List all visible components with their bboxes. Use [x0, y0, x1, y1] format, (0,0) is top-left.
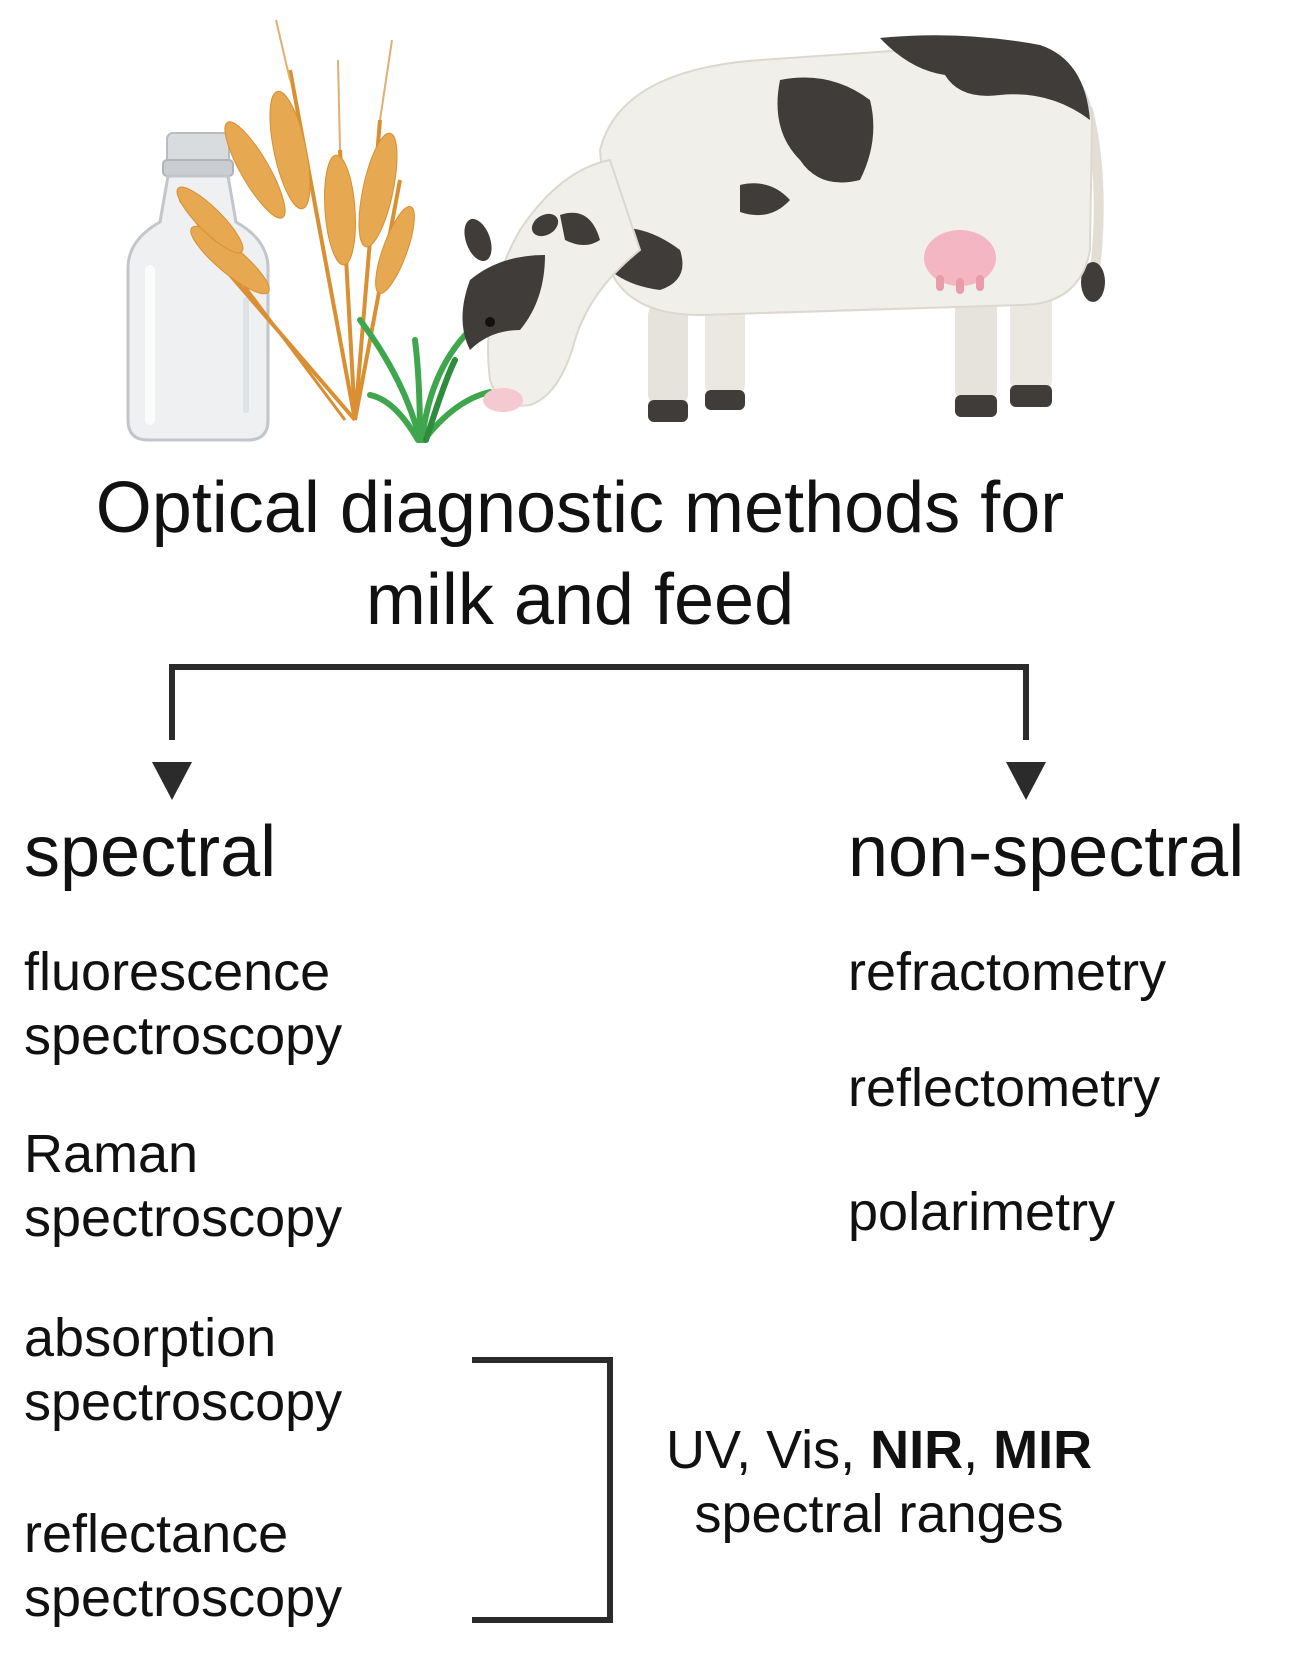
spectral-item-line: fluorescence	[24, 942, 331, 1002]
spectral-item-line: spectroscopy	[24, 1006, 343, 1066]
arrow-head-spectral	[152, 762, 192, 800]
spectral-item: Raman spectroscopy	[24, 1122, 342, 1250]
range-vis: Vis	[766, 1420, 841, 1480]
range-uv: UV	[666, 1420, 737, 1480]
range-mir: MIR	[993, 1420, 1093, 1480]
branch-line	[169, 664, 1029, 740]
range-separator: ,	[736, 1420, 767, 1480]
title-line-2: milk and feed	[365, 560, 795, 640]
spectral-item-line: reflectance	[24, 1504, 289, 1564]
spectral-item-line: Raman	[24, 1124, 199, 1184]
grass-icon	[357, 317, 493, 443]
spectral-item: fluorescence spectroscopy	[24, 940, 342, 1068]
cow-icon	[462, 35, 1105, 422]
spectral-item-line: spectroscopy	[24, 1188, 343, 1248]
non-spectral-item: refractometry	[848, 942, 1167, 1002]
spectral-item-line: spectroscopy	[24, 1568, 343, 1628]
spectral-item: reflectance spectroscopy	[24, 1502, 342, 1630]
ranges-line-2: spectral ranges	[694, 1484, 1064, 1544]
ranges-line-1: UV, Vis, NIR, MIR	[666, 1418, 1092, 1482]
range-separator: ,	[840, 1420, 871, 1480]
spectral-item-line: absorption	[24, 1308, 277, 1368]
title-line-1: Optical diagnostic methods for	[95, 468, 1065, 548]
non-spectral-item: reflectometry	[848, 1058, 1161, 1118]
arrow-head-non-spectral	[1006, 762, 1046, 800]
non-spectral-heading: non-spectral	[848, 812, 1245, 892]
spectral-item-line: spectroscopy	[24, 1372, 343, 1432]
spectral-heading: spectral	[24, 812, 277, 892]
diagram-title: Optical diagnostic methods for milk and …	[0, 462, 1160, 646]
ranges-bracket	[472, 1357, 613, 1623]
spectral-ranges-note: UV, Vis, NIR, MIR spectral ranges	[666, 1418, 1092, 1546]
branch-connector	[169, 664, 1029, 740]
range-nir: NIR	[870, 1420, 964, 1480]
illustration	[126, 19, 1105, 443]
wheat-icon	[176, 19, 415, 422]
spectral-item: absorption spectroscopy	[24, 1306, 342, 1434]
range-separator: ,	[963, 1420, 994, 1480]
non-spectral-item: polarimetry	[848, 1182, 1116, 1242]
